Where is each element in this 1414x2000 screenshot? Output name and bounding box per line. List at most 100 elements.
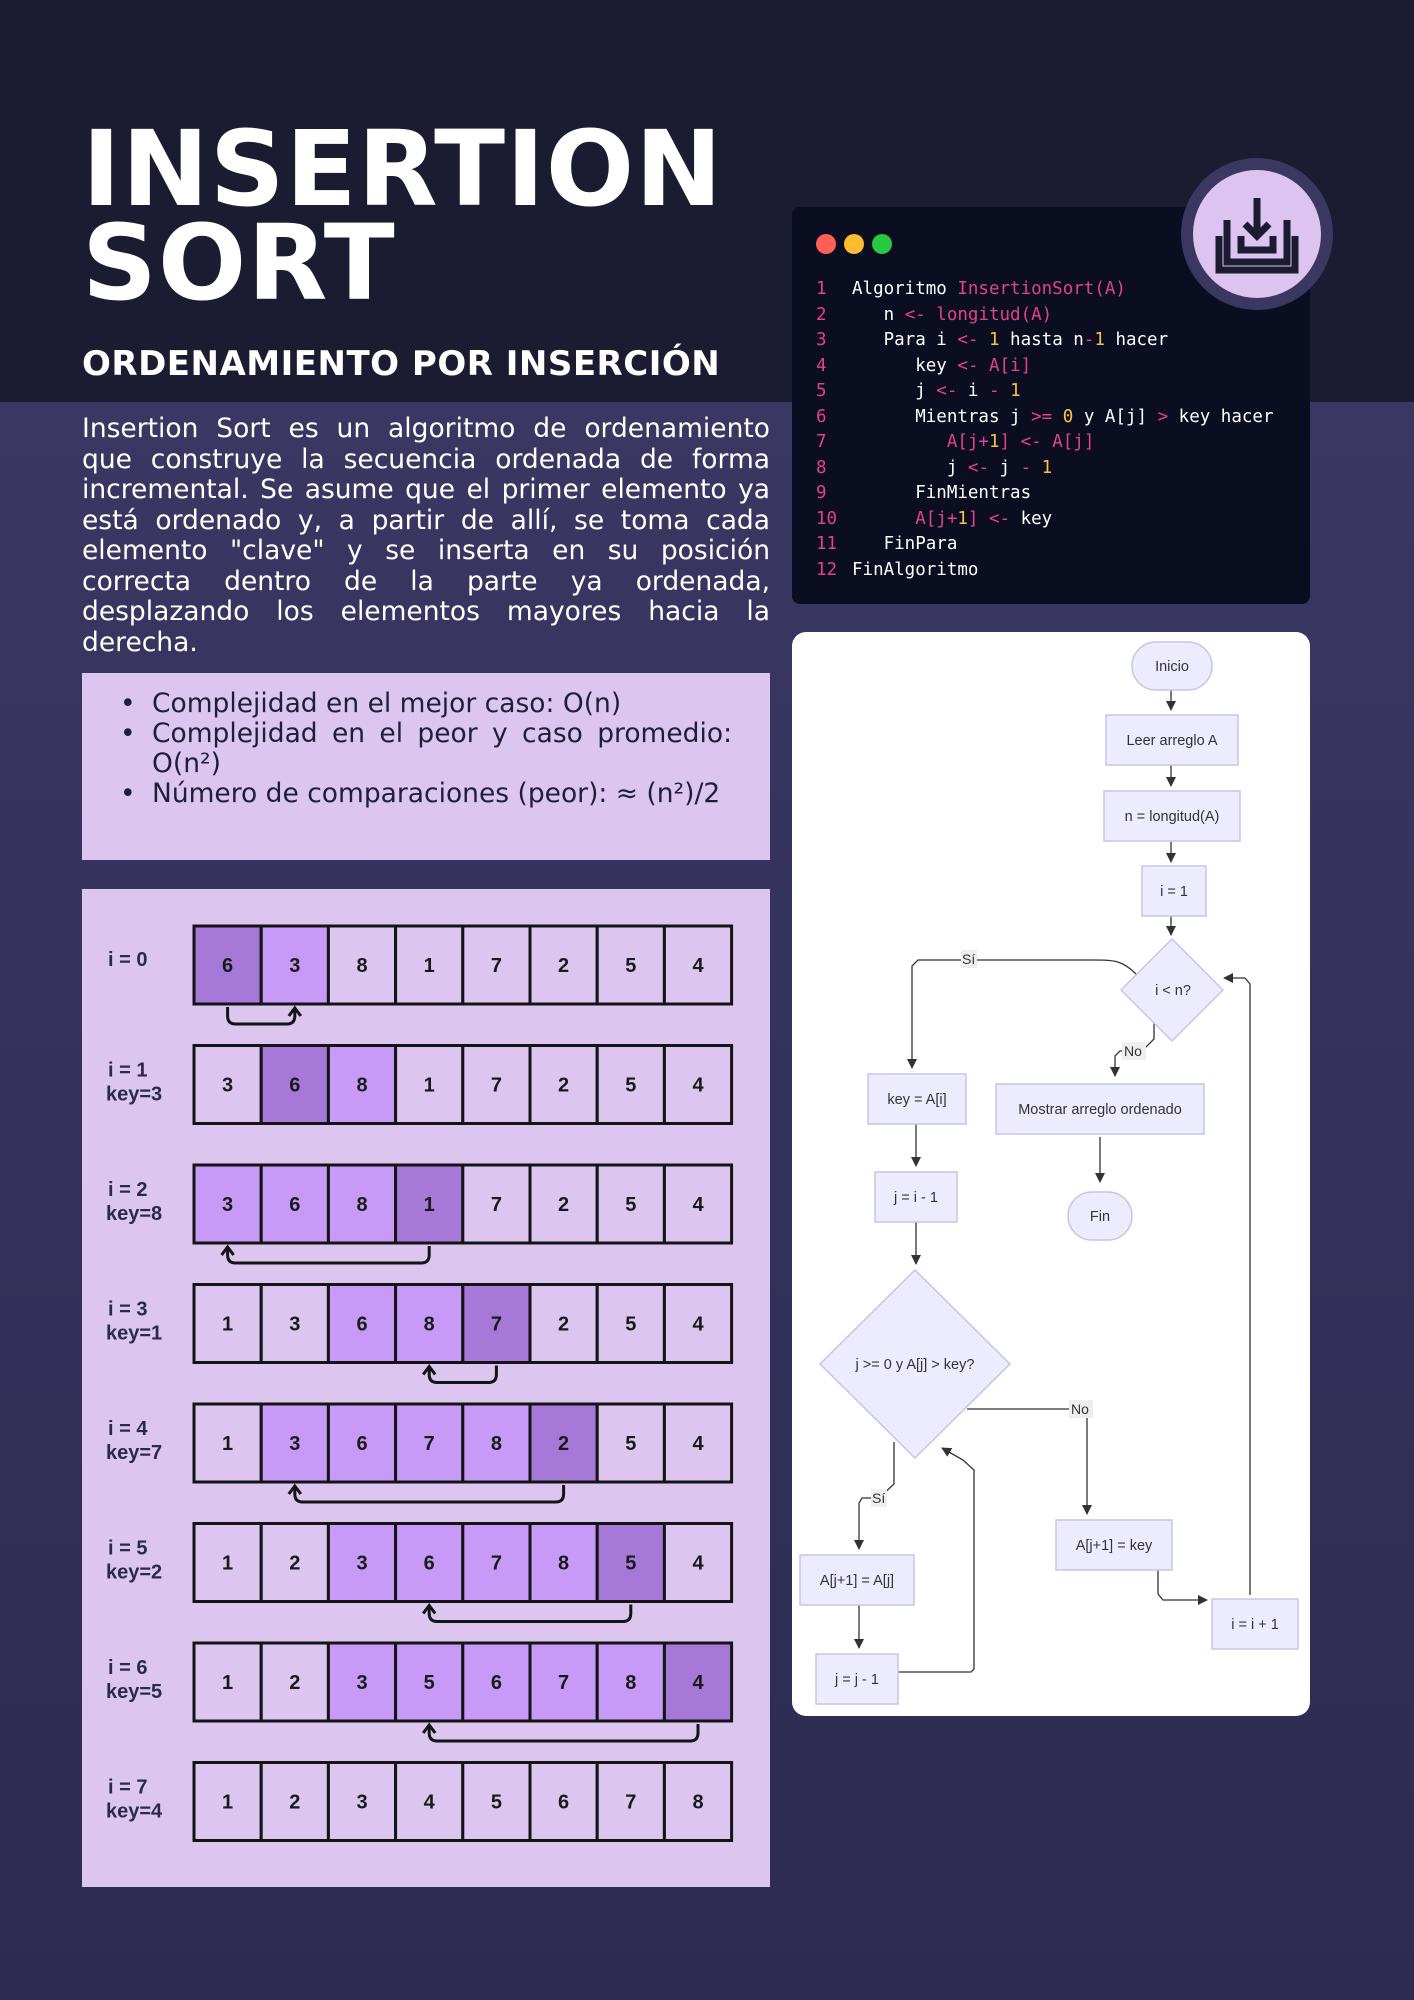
array-cell-value: 5: [625, 1075, 636, 1097]
line-number: 5: [816, 381, 827, 401]
code-token: y A[j]: [1073, 406, 1158, 427]
code-line: 8 j <- j - 1: [816, 456, 1273, 482]
array-cell-value: 7: [491, 1194, 502, 1216]
code-token: FinAlgoritmo: [852, 559, 979, 580]
step-index-label: i = 2: [108, 1179, 147, 1201]
array-cell-value: 5: [625, 1194, 636, 1216]
edge-dec-loop: [898, 1447, 975, 1673]
line-number: 2: [816, 304, 827, 325]
code-token: Algoritmo: [852, 279, 958, 299]
flow-text-start: Inicio: [1155, 659, 1189, 675]
flow-label-no-bg: [1122, 1042, 1146, 1060]
code-line: 2 n <- longitud(A): [816, 303, 1273, 329]
array-cell: [461, 1044, 532, 1125]
array-cell: [662, 1402, 734, 1484]
array-cell: [394, 1044, 465, 1125]
array-cell-value: 8: [491, 1433, 502, 1455]
array-cell: [326, 1402, 398, 1484]
array-cell-value: 3: [289, 955, 300, 977]
step-key-label: key=5: [106, 1681, 162, 1703]
flow-node-cond-j: [818, 1268, 1012, 1460]
array-cell: [259, 1402, 330, 1484]
code-token: FinMientras: [852, 483, 1032, 503]
array-cell-value: 3: [356, 1553, 367, 1575]
array-cell-value: 2: [289, 1553, 300, 1575]
move-arrow-head: [422, 1722, 437, 1734]
array-cell-value: 4: [692, 1075, 704, 1097]
array-cell-value: 4: [692, 1672, 704, 1694]
array-cell-value: 3: [356, 1792, 367, 1814]
step-key-label: key=2: [106, 1562, 162, 1584]
array-cell-value: 1: [222, 1672, 233, 1694]
array-cell-value: 4: [692, 1553, 704, 1575]
code-token: hacer: [1104, 330, 1169, 350]
code-token: Para i: [852, 330, 958, 350]
code-token: Mientras j: [852, 406, 1032, 427]
step-index-label: i = 5: [108, 1538, 147, 1560]
code-line: 3 Para i <- 1 hasta n-1 hacer: [816, 328, 1273, 354]
array-cell: [259, 1163, 330, 1245]
move-arrow-head: [422, 1364, 437, 1376]
array-cell: [662, 1522, 734, 1603]
code-token: j: [852, 457, 968, 478]
array-cell-value: 8: [356, 1194, 367, 1216]
flow-text-init-j: j = i - 1: [893, 1190, 938, 1206]
step-key-label: key=4: [106, 1801, 163, 1823]
code-line: 10 A[j+1] <- key: [816, 507, 1273, 533]
array-cell-value: 3: [356, 1672, 367, 1694]
step-index-label: i = 0: [108, 949, 147, 971]
array-cell-value: 7: [424, 1433, 435, 1455]
flow-node-end: [1067, 1191, 1133, 1241]
line-number: 1: [816, 279, 827, 299]
step-index-label: i = 7: [108, 1777, 147, 1799]
move-arrow-head: [220, 1244, 235, 1256]
array-cell-value: 6: [491, 1672, 502, 1694]
code-token: 1: [1094, 330, 1105, 350]
array-cell: [394, 1283, 465, 1364]
code-token: -: [1083, 330, 1095, 350]
line-number: 11: [816, 534, 838, 554]
flow-text-inc-i: i = i + 1: [1231, 1617, 1279, 1633]
edge-cond-yes: [907, 959, 1137, 1069]
code-token: [852, 432, 947, 452]
array-cell: [595, 1641, 666, 1723]
flow-node-show: [995, 1083, 1205, 1135]
code-token: 1: [1041, 457, 1053, 478]
edge-condj-no: [967, 1408, 1092, 1515]
array-cell-value: 4: [692, 1314, 704, 1336]
complexity-item: Complejidad en el peor y caso promedio: …: [120, 719, 732, 779]
code-token: 1: [957, 508, 968, 529]
array-cell-value: 8: [356, 955, 367, 977]
flow-text-place: A[j+1] = key: [1076, 1538, 1153, 1554]
array-cell: [394, 1761, 465, 1842]
flow-node-key: [867, 1073, 967, 1125]
complexity-panel: Complejidad en el mejor caso: O(n) Compl…: [82, 673, 770, 860]
flow-node-cond-i: [1119, 937, 1225, 1043]
title-line-2: SORT: [82, 202, 396, 324]
move-arrow-head: [287, 1483, 302, 1495]
flow-text-length: n = longitud(A): [1125, 809, 1220, 825]
step-key-label: key=7: [106, 1442, 162, 1464]
array-cell: [326, 1283, 398, 1364]
array-cell: [259, 1283, 330, 1364]
step-key-label: key=1: [106, 1323, 162, 1345]
array-cell-value: 4: [692, 955, 704, 977]
download-badge[interactable]: [1181, 158, 1333, 310]
array-cell: [394, 1402, 465, 1484]
code-token: FinPara: [852, 534, 958, 554]
array-cell: [192, 1283, 263, 1364]
array-cell-value: 5: [625, 1433, 636, 1455]
flowchart-panel: Sí No Sí No Inicio Leer arreg: [792, 632, 1310, 1716]
code-token: >: [1157, 406, 1179, 427]
code-token: key hacer: [1178, 406, 1274, 427]
array-cell-value: 6: [558, 1792, 569, 1814]
step-index-label: i = 4: [108, 1418, 148, 1440]
array-cell-value: 8: [424, 1314, 435, 1336]
array-cell-value: 7: [625, 1792, 636, 1814]
array-cell-value: 7: [491, 1553, 502, 1575]
